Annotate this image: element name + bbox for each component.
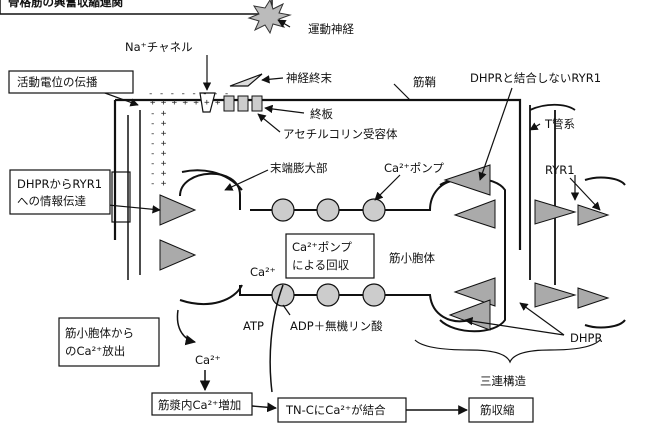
ca-pump-icon xyxy=(316,198,340,222)
charge-column: - + - + - + - + - + - + - + - + xyxy=(150,109,167,189)
label-t-tubule: T管系 xyxy=(544,117,575,131)
svg-text:- +: - + xyxy=(150,169,167,179)
leader-lines xyxy=(90,19,601,336)
label-ca-ion: Ca²⁺ xyxy=(250,265,276,279)
svg-text:- +: - + xyxy=(150,129,167,139)
label-sarcolemma: 筋鞘 xyxy=(413,75,436,89)
label-ca-pump: Ca²⁺ポンプ xyxy=(384,161,444,175)
ca-pump-icon xyxy=(362,198,386,222)
label-sr-release-2: のCa²⁺放出 xyxy=(65,344,125,358)
ca-pump-icon xyxy=(362,283,386,307)
box-sr-release xyxy=(58,317,160,367)
sr-ca-release-curve xyxy=(176,309,197,346)
ca-pump-icon xyxy=(316,283,340,307)
title-text: 骨格筋の興奮収縮連関 xyxy=(8,0,123,9)
sr-lower-membrane xyxy=(239,285,471,323)
box-contraction xyxy=(468,397,534,423)
label-dhpr-not-bound: DHPRと結合しないRYR1 xyxy=(470,71,601,85)
t-tubule-left-wall xyxy=(127,110,141,280)
label-end-plate: 終板 xyxy=(310,107,333,121)
label-triad: 三連構造 xyxy=(480,374,526,388)
ach-receptor-icon-2 xyxy=(237,95,249,112)
box-tnc-binding xyxy=(277,397,407,423)
label-ca-recovery-1: Ca²⁺ポンプ xyxy=(292,240,352,254)
arrow-to-tnc xyxy=(251,402,277,413)
ca-pump-upper-row xyxy=(271,198,386,222)
svg-text:- +: - + xyxy=(150,109,167,119)
nerve-terminal-shape xyxy=(229,73,263,87)
label-nerve-terminal: 神経終末 xyxy=(286,71,332,85)
t-tubule-cap-left xyxy=(111,171,131,223)
label-contraction: 筋収縮 xyxy=(480,403,515,417)
sr-left-cisterna xyxy=(179,169,243,305)
label-dhpr: DHPR xyxy=(570,331,602,345)
dhpr-ryr1-left xyxy=(159,194,197,271)
label-ca-ion-2: Ca²⁺ xyxy=(195,353,221,367)
arrow-recovery-up xyxy=(272,305,280,392)
na-channel-icon xyxy=(199,92,216,113)
svg-text:- +: - + xyxy=(150,149,167,159)
label-sr: 筋小胞体 xyxy=(389,251,435,265)
svg-text:- +: - + xyxy=(150,119,167,129)
dhpr-ryr1-right xyxy=(443,164,610,331)
box-action-potential xyxy=(8,70,134,94)
label-ryr1: RYR1 xyxy=(545,163,575,177)
label-motor-nerve: 運動神経 xyxy=(308,22,354,36)
ca-recovery-arrow xyxy=(269,284,284,393)
minus-charges: - - - - - - - - xyxy=(148,89,229,99)
sr-far-right xyxy=(584,176,626,329)
svg-text:- +: - + xyxy=(150,159,167,169)
label-tnc-binding: TN-CにCa²⁺が結合 xyxy=(285,403,386,417)
label-dhpr-to-ryr1-1: DHPRからRYR1 xyxy=(17,177,102,191)
label-ca-recovery-2: による回収 xyxy=(292,258,350,272)
label-terminal-cisterna: 末端膨大部 xyxy=(270,161,328,175)
sarcolemma-line xyxy=(113,98,522,250)
box-sarcoplasm-ca xyxy=(151,392,253,416)
label-dhpr-to-ryr1-2: への情報伝達 xyxy=(17,194,86,208)
label-action-potential: 活動電位の伝播 xyxy=(17,75,98,89)
svg-text:- +: - + xyxy=(150,179,167,189)
title-box: 骨格筋の興奮収縮連関 xyxy=(0,0,273,15)
ca-pump-icon xyxy=(271,283,295,307)
label-adp: ADP＋無機リン酸 xyxy=(290,319,383,333)
label-ach-receptor: アセチルコリン受容体 xyxy=(283,127,398,141)
svg-text:- +: - + xyxy=(150,139,167,149)
label-sr-release-1: 筋小胞体から xyxy=(65,326,134,340)
ca-pump-icon xyxy=(271,198,295,222)
label-na-channel: Na⁺チャネル xyxy=(125,40,193,54)
triad-brace xyxy=(414,339,601,364)
label-atp: ATP xyxy=(243,319,264,333)
ach-receptor-icon-3 xyxy=(251,95,263,112)
box-dhpr-to-ryr1 xyxy=(9,169,111,215)
t-tubule-right xyxy=(529,103,576,285)
ach-receptor-icon-1 xyxy=(223,95,235,112)
plus-charges: + + + + + + + xyxy=(150,98,221,108)
box-ca-pump-recovery xyxy=(285,233,375,279)
label-sarcoplasm-ca: 筋漿内Ca²⁺増加 xyxy=(158,398,241,412)
ca-pump-lower-row xyxy=(271,283,386,307)
